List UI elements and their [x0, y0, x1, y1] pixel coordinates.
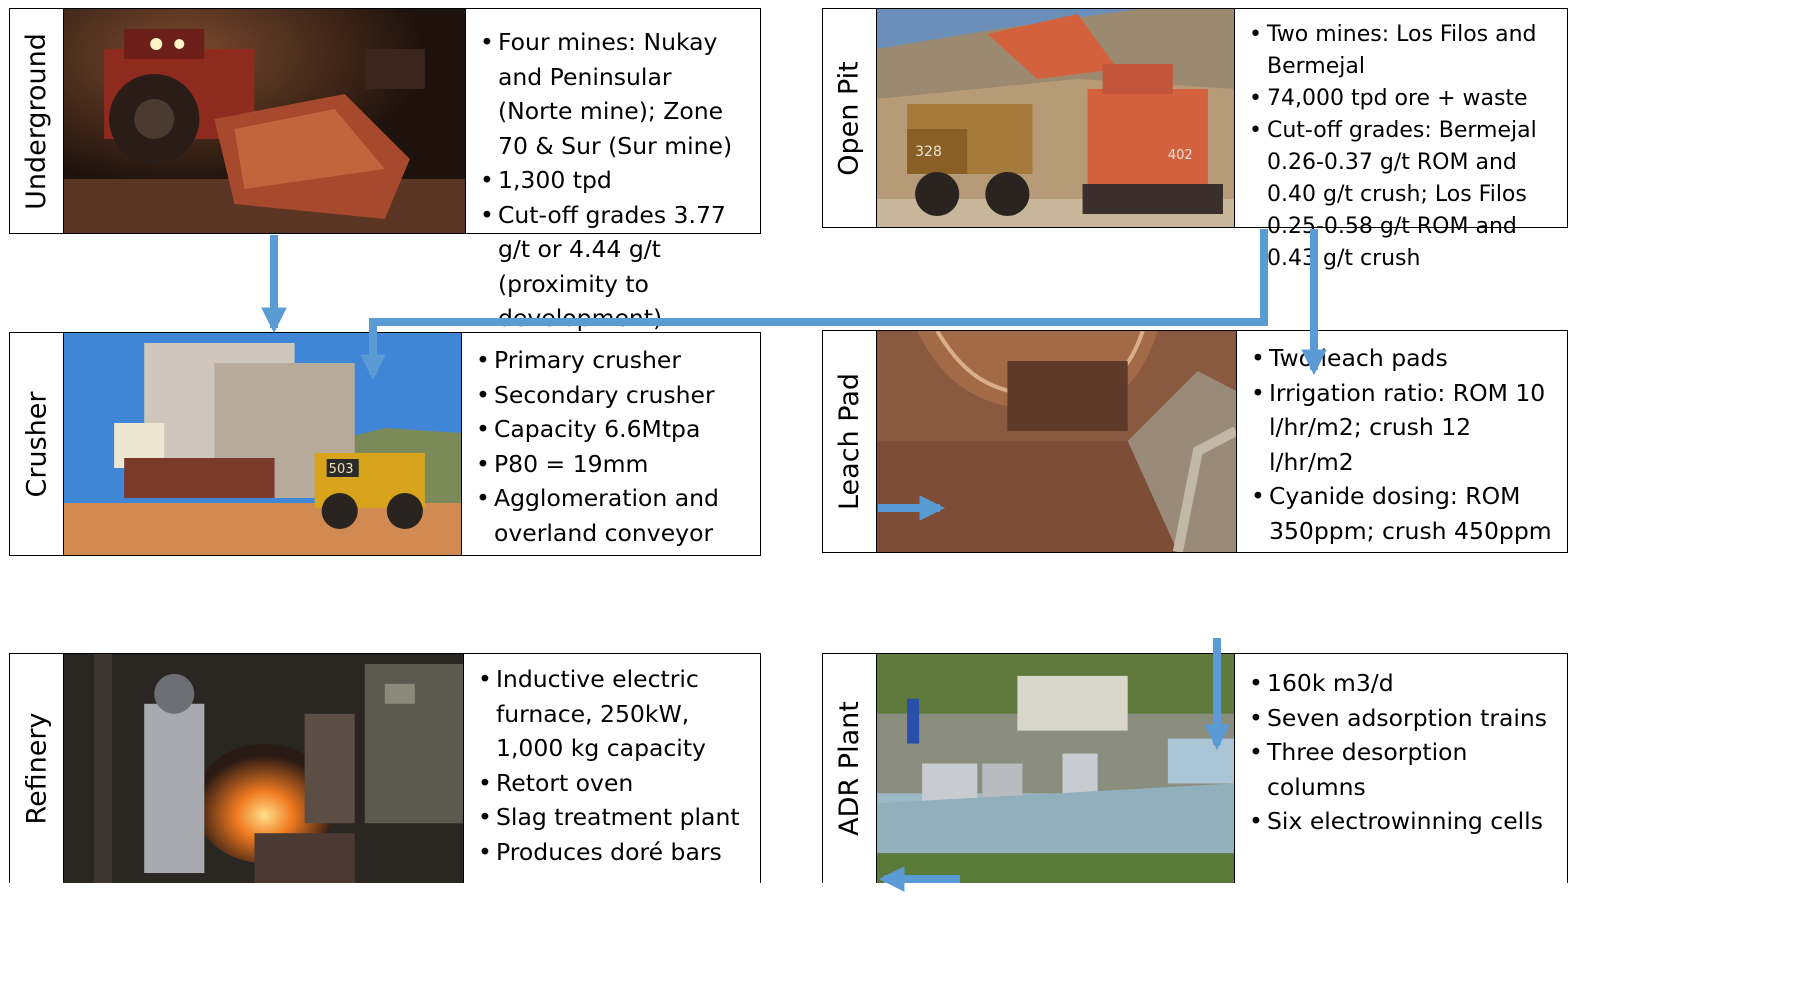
open-pit-to-crusher-arrow [373, 229, 1264, 328]
open-pit-bullet: 74,000 tpd ore + waste [1247, 83, 1559, 115]
refinery-stage: Refinery Inductive electric furnace, 250… [9, 653, 761, 883]
refinery-photo [64, 654, 464, 883]
underground-bullet: Four mines: Nukay and Peninsular (Norte … [478, 25, 752, 163]
adr-plant-label-cell: ADR Plant [823, 654, 877, 883]
underground-details: Four mines: Nukay and Peninsular (Norte … [466, 9, 760, 332]
adr-plant-stage: ADR Plant 160k m3/d Seven adsorption tra… [822, 653, 1568, 883]
adr-plant-bullet: Six electrowinning cells [1247, 804, 1559, 839]
loader-number: 503 [329, 462, 354, 477]
open-pit-bullet: Cut-off grades: Bermejal 0.26-0.37 g/t R… [1247, 115, 1559, 275]
crusher-details: Primary crusher Secondary crusher Capaci… [462, 333, 760, 555]
refinery-label-cell: Refinery [10, 654, 64, 883]
refinery-bullet: Retort oven [476, 766, 752, 801]
open-pit-shovel-truck-image: 328 402 [877, 9, 1234, 227]
leach-pad-bullet: Irrigation ratio: ROM 10 l/hr/m2; crush … [1249, 376, 1559, 480]
crusher-photo: 503 [64, 333, 462, 555]
open-pit-details: Two mines: Los Filos and Bermejal 74,000… [1235, 9, 1567, 271]
open-pit-photo: 328 402 [877, 9, 1235, 227]
adr-plant-details: 160k m3/d Seven adsorption trains Three … [1235, 654, 1567, 883]
underground-photo [64, 9, 466, 233]
adr-plant-photo [877, 654, 1235, 883]
crusher-bullet: P80 = 19mm [474, 447, 752, 482]
crusher-bullet: Secondary crusher [474, 378, 752, 413]
underground-loader-image [64, 9, 465, 233]
crusher-building-image: 503 [64, 333, 461, 555]
truck-number: 328 [915, 144, 942, 160]
refinery-details: Inductive electric furnace, 250kW, 1,000… [464, 654, 760, 883]
adr-plant-facility-image [877, 654, 1234, 883]
open-pit-bullet: Two mines: Los Filos and Bermejal [1247, 19, 1559, 83]
crusher-bullet: Agglomeration and overland conveyor [474, 481, 752, 550]
adr-plant-bullet: 160k m3/d [1247, 666, 1559, 701]
refinery-bullet: Produces doré bars [476, 835, 752, 870]
underground-bullet: 1,300 tpd [478, 163, 752, 198]
leach-pad-bullet: Cyanide dosing: ROM 350ppm; crush 450ppm [1249, 479, 1559, 548]
adr-plant-bullet: Three desorption columns [1247, 735, 1559, 804]
shovel-number: 402 [1168, 148, 1193, 163]
refinery-bullet: Slag treatment plant [476, 800, 752, 835]
open-pit-to-crusher-path [360, 229, 1268, 381]
refinery-furnace-image [64, 654, 463, 883]
underground-label-cell: Underground [10, 9, 64, 233]
leach-pad-details: Two leach pads Irrigation ratio: ROM 10 … [1237, 331, 1567, 552]
adr-plant-bullet: Seven adsorption trains [1247, 701, 1559, 736]
refinery-bullet: Inductive electric furnace, 250kW, 1,000… [476, 662, 752, 766]
crusher-stage: Crusher 503 Primary crusher Secondary cr… [9, 332, 761, 556]
leach-pad-label-cell: Leach Pad [823, 331, 877, 552]
open-pit-stage: Open Pit 328 402 Two mines: Los Filos an… [822, 8, 1568, 271]
underground-stage: Underground Four mines: Nukay and Penins… [9, 8, 761, 332]
open-pit-label-cell: Open Pit [823, 9, 877, 227]
crusher-label-cell: Crusher [10, 333, 64, 555]
leach-pad-bullet: Two leach pads [1249, 341, 1559, 376]
crusher-bullet: Primary crusher [474, 343, 752, 378]
crusher-bullet: Capacity 6.6Mtpa [474, 412, 752, 447]
